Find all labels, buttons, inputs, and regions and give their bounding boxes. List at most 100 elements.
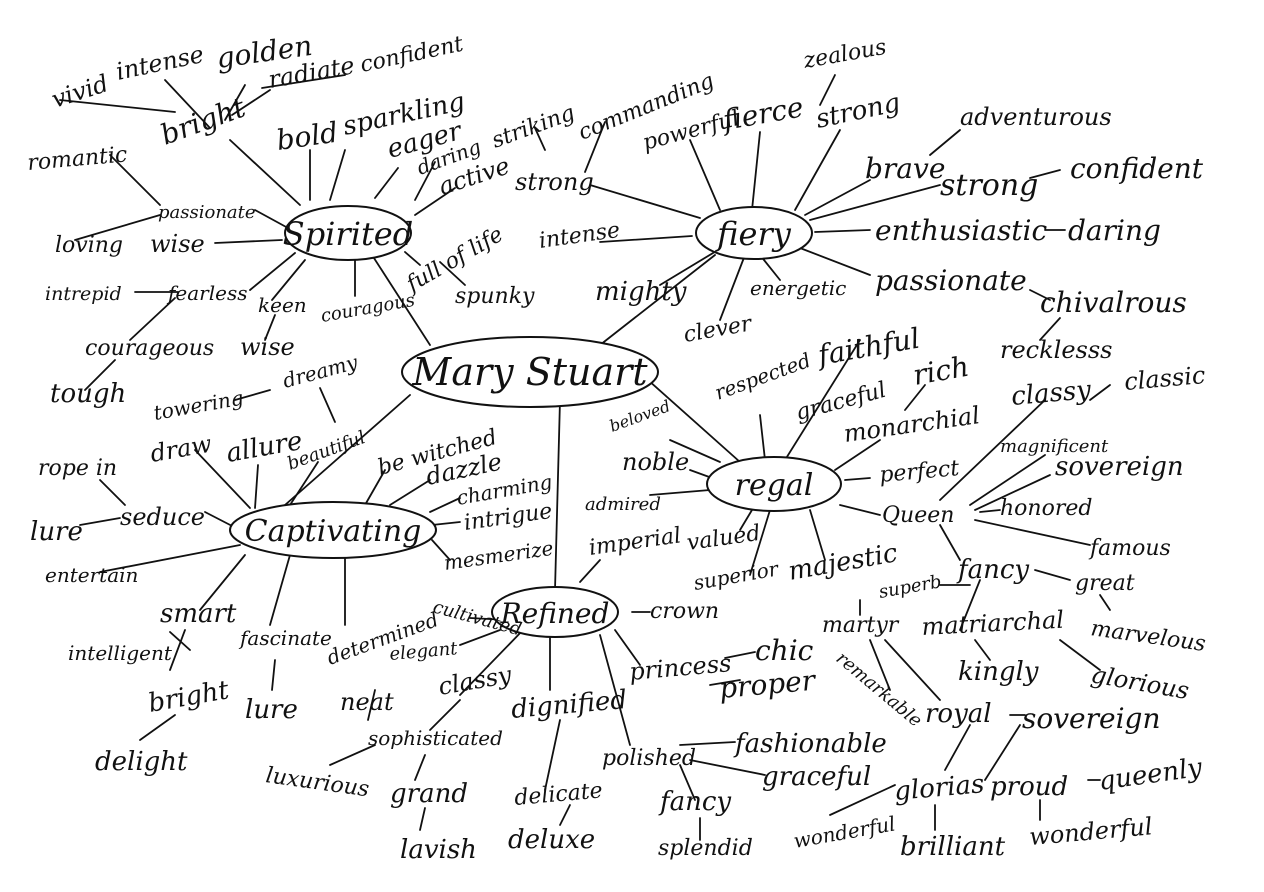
fiery-words: commanding strong powerful fierce zealou… [515,35,1204,364]
word-seduce: seduce [120,503,205,531]
word-brilliant: brilliant [900,832,1006,862]
spirited-bubble [284,205,412,261]
word-sovereign: sovereign [1055,452,1184,482]
word-spunky: spunky [455,284,535,309]
refined-bubble [491,586,619,638]
word-superior: superior [692,556,782,595]
word-delicate: delicate [513,778,603,811]
word-proper: proper [718,664,818,705]
fiery-bubble [695,206,813,260]
word-confident: confident [358,32,466,78]
word-glorias: glorias [893,769,985,807]
word-daring-2: daring [1068,214,1161,247]
regal-bubble [706,456,842,512]
word-fierce: fierce [719,90,806,137]
word-mighty: mighty [595,277,687,307]
word-great: great [1075,571,1135,596]
center-label: Mary Stuart [411,350,648,394]
word-admired: admired [585,494,661,515]
word-bright: bright [156,90,250,151]
word-sophisticated: sophisticated [368,726,503,750]
word-entertain: entertain [45,563,138,587]
word-queenly: queenly [1097,753,1204,797]
word-magnificent: magnificent [1000,436,1109,457]
word-crown: crown [650,599,719,624]
word-lavish: lavish [400,835,477,865]
word-kingly: kingly [958,657,1039,687]
word-queen: Queen [882,503,954,528]
hub-spirited: Spirited [283,215,413,253]
word-classy-2: classy [1010,375,1092,412]
word-energetic: energetic [750,276,846,300]
word-reckless: recklesss [1000,336,1113,364]
word-wise: wise [150,230,205,258]
captivating-words: towering dreamy beautiful draw allure ro… [30,350,555,777]
word-deluxe: deluxe [508,825,595,855]
word-honored: honored [1000,496,1092,521]
word-sovereign-2: sovereign [1022,702,1160,735]
word-intense: intense [113,40,206,86]
word-adventurous: adventurous [960,103,1112,131]
word-wise-2: wise [240,333,295,361]
word-famous: famous [1088,536,1171,561]
word-keen: keen [258,293,307,317]
word-tough: tough [50,379,126,409]
word-vivid: vivid [48,69,112,114]
word-neat: neat [340,688,394,716]
word-courageous-2: courageous [85,336,214,361]
word-striking: striking [489,101,579,154]
word-lure: lure [30,517,83,547]
word-lure-2: lure [245,695,298,725]
word-respected: respected [712,348,814,405]
word-fancy-2: fancy [956,555,1029,585]
word-imperial: imperial [587,523,682,561]
word-dignified: dignified [510,685,628,725]
word-classic: classic [1123,361,1206,396]
hub-regal: regal [735,468,814,503]
word-enthusiastic: enthusiastic [875,214,1048,247]
word-loving: loving [55,233,123,258]
word-rope-in: rope in [38,456,117,481]
word-fancy: fancy [658,787,731,817]
hub-captivating: Captivating [245,514,422,549]
word-glorious: glorious [1089,660,1191,705]
word-chivalrous: chivalrous [1040,286,1187,319]
hub-refined: Refined [500,597,610,630]
word-bold: bold [274,116,340,157]
word-towering: towering [152,386,245,425]
word-polished: polished [602,746,696,771]
word-valued: valued [685,521,762,556]
word-strong-3: strong [940,168,1038,203]
word-romantic: romantic [26,142,128,176]
word-martyr: martyr [822,613,900,638]
word-strong-2: strong [813,88,903,135]
word-intense-2: intense [537,218,621,254]
word-noble: noble [622,448,689,476]
word-confident-2: confident [1070,152,1204,185]
word-matriarchal: matriarchal [921,606,1065,641]
word-beloved: beloved [607,396,673,435]
word-chic: chic [755,634,814,667]
regal-words: respected faithful graceful rich beloved… [585,322,1207,862]
word-superb: superb [877,571,943,603]
word-bright-2: bright [146,675,232,719]
word-passionate: passionate [158,202,256,223]
center-bubble [401,336,659,408]
word-fearless: fearless [166,281,247,305]
word-princess: princess [628,649,732,686]
word-wonderful: wonderful [792,811,898,853]
word-fascinate: fascinate [238,626,332,650]
word-graceful: graceful [762,762,871,792]
word-splendid: splendid [658,836,753,861]
word-fashionable: fashionable [733,729,887,759]
word-luxurious: luxurious [264,763,371,802]
word-draw: draw [148,430,214,468]
word-strong: strong [515,168,594,196]
hub-fiery: fiery [715,215,792,253]
word-zealous: zealous [801,35,889,74]
word-clever: clever [682,311,755,348]
word-royal: royal [925,699,992,729]
word-proud: proud [990,772,1068,802]
word-marvelous: marvelous [1089,616,1207,657]
